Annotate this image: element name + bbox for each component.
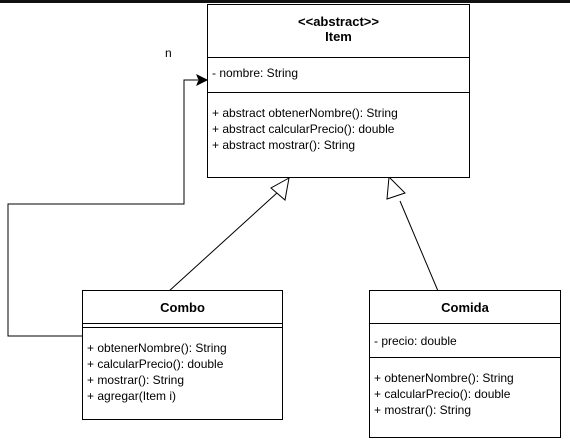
class-comida-methods: + obtenerNombre(): String + calcularPrec… (370, 357, 560, 418)
inheritance-arrowhead-combo (270, 177, 290, 201)
association-arrowhead (196, 73, 209, 87)
method: + mostrar(): String (374, 403, 472, 417)
class-item-stereotype: <<abstract>> (298, 14, 379, 29)
method: + obtenerNombre(): String (374, 371, 514, 385)
method: + mostrar(): String (87, 373, 185, 387)
method: + obtenerNombre(): String (87, 341, 227, 355)
class-comida-name: Comida (441, 300, 489, 315)
inheritance-line-comida (399, 200, 439, 292)
class-item[interactable]: <<abstract>> Item - nombre: String + abs… (207, 4, 470, 178)
method: + abstract obtenerNombre(): String (212, 106, 398, 120)
class-comida[interactable]: Comida - precio: double + obtenerNombre(… (369, 290, 561, 438)
attribute: - nombre: String (212, 66, 299, 80)
class-item-header: <<abstract>> Item (208, 5, 469, 57)
class-combo-header: Combo (83, 291, 282, 323)
window-top-border (0, 0, 570, 3)
method: + agregar(Item i) (87, 389, 177, 403)
inheritance-line-combo (167, 191, 279, 293)
multiplicity-label: n (165, 46, 172, 60)
class-item-name: Item (325, 29, 352, 44)
class-combo[interactable]: Combo + obtenerNombre(): String + calcul… (82, 290, 283, 420)
class-item-methods: + abstract obtenerNombre(): String + abs… (208, 92, 469, 153)
method: + abstract calcularPrecio(): double (212, 122, 395, 136)
class-combo-methods: + obtenerNombre(): String + calcularPrec… (83, 327, 282, 404)
attribute: - precio: double (374, 334, 457, 348)
class-comida-attributes: - precio: double (370, 323, 560, 357)
method: + abstract mostrar(): String (212, 138, 356, 152)
class-combo-attributes (83, 323, 282, 327)
method: + calcularPrecio(): double (87, 357, 224, 371)
class-item-attributes: - nombre: String (208, 57, 469, 92)
class-comida-header: Comida (370, 291, 560, 323)
class-combo-name: Combo (160, 300, 205, 315)
method: + calcularPrecio(): double (374, 387, 511, 401)
inheritance-arrowhead-comida (386, 175, 406, 200)
